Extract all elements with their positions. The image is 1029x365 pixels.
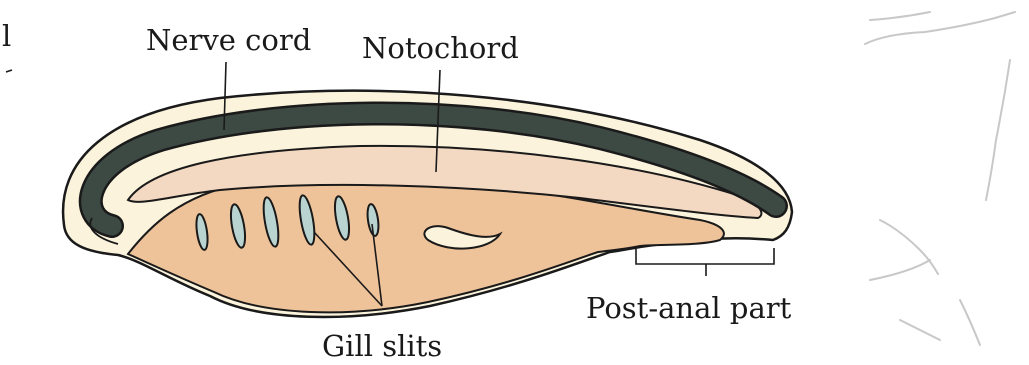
label-notochord: Notochord (362, 31, 519, 65)
post-anal-bracket (636, 248, 774, 276)
label-gill-slits: Gill slits (322, 329, 442, 363)
margin-char: l (2, 19, 11, 53)
margin-tick (6, 70, 12, 72)
label-post-anal-part: Post-anal part (586, 291, 792, 325)
label-nerve-cord: Nerve cord (146, 23, 311, 57)
scan-smudges (865, 12, 1015, 345)
